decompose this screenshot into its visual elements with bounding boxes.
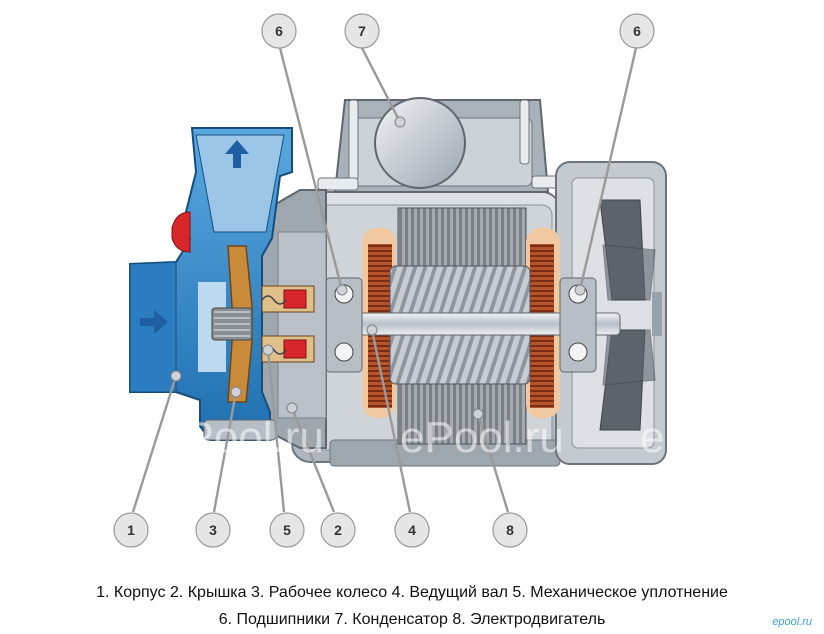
callout-label: 4 <box>408 522 416 538</box>
outlet-flow-arrow <box>225 140 249 168</box>
callout-label: 6 <box>275 23 283 39</box>
inlet-flow-arrow <box>140 310 168 334</box>
callout-4: 4 <box>394 512 430 548</box>
watermark-text: ePool.ru <box>640 413 804 462</box>
bearing-front <box>325 277 363 373</box>
impeller <box>211 245 253 403</box>
callout-5: 5 <box>269 512 305 548</box>
callout-label: 7 <box>358 23 366 39</box>
leader-3 <box>212 391 238 513</box>
leader-4 <box>370 329 412 513</box>
leader-7 <box>360 47 402 123</box>
leader-6a <box>278 47 344 291</box>
legend-line-1: 1. Корпус 2. Крышка 3. Рабочее колесо 4.… <box>96 584 728 601</box>
callout-label: 3 <box>209 522 217 538</box>
leader-lines <box>131 47 638 513</box>
watermark-text: ePool.ru <box>400 413 564 462</box>
callout-8: 8 <box>492 512 528 548</box>
callout-1: 1 <box>113 512 149 548</box>
callout-label: 1 <box>127 522 135 538</box>
callout-6-front: 6 <box>261 13 297 49</box>
watermarks: ePool.ru ePool.ru ePool.ru ePool.ru <box>0 413 804 462</box>
cooling-fan <box>599 199 656 431</box>
watermark-text: ePool.ru <box>0 413 146 462</box>
leader-8 <box>476 413 510 513</box>
leader-2 <box>290 407 336 513</box>
site-logo: epool.ru <box>772 616 812 628</box>
pump-body <box>129 127 293 441</box>
capacitor <box>374 97 466 189</box>
legend-line-2: 6. Подшипники 7. Конденсатор 8. Электрод… <box>218 611 606 628</box>
leader-5 <box>266 349 286 513</box>
callout-6-rear: 6 <box>619 13 655 49</box>
leader-1 <box>131 375 178 513</box>
callout-label: 6 <box>633 23 641 39</box>
capacitor-box <box>317 97 573 193</box>
callout-2: 2 <box>320 512 356 548</box>
leader-6b <box>578 47 638 291</box>
callout-3: 3 <box>195 512 231 548</box>
callout-7: 7 <box>344 13 380 49</box>
watermark-text: ePool.ru <box>160 413 324 462</box>
pump-cover <box>261 189 327 449</box>
callout-label: 2 <box>334 522 342 538</box>
callout-label: 8 <box>506 522 514 538</box>
callout-label: 5 <box>283 522 291 538</box>
